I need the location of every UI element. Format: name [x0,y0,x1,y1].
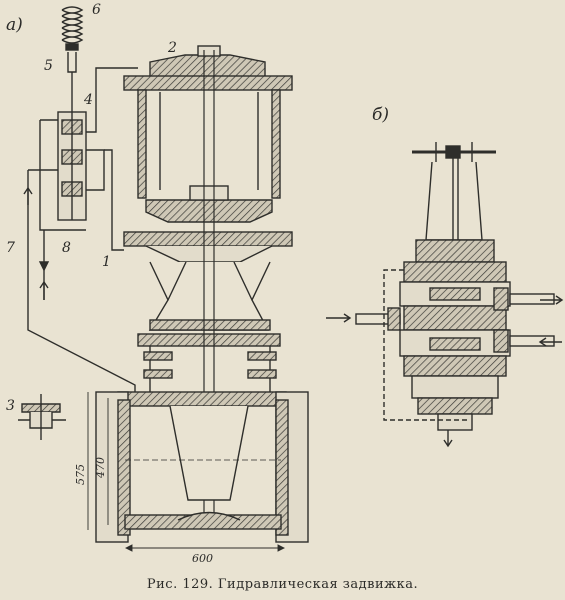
panel-b-drawing [326,142,564,448]
component-3 [18,394,66,440]
callout-8: 8 [62,240,71,256]
cylinder-wall-right [271,89,281,199]
bypass-line [383,269,470,421]
callout-3: 3 [6,398,15,414]
cylinder-wall-left [137,89,147,199]
control-valve-4 [57,111,87,221]
pilot-5 [67,52,77,73]
figure-caption: Рис. 129. Гидравлическая задвижка. [146,577,419,592]
callout-2: 2 [167,40,177,56]
callout-6: 6 [92,2,101,18]
panel-a-label: а) [6,15,23,35]
callout-1: 1 [102,254,111,270]
cylinder-cover-2 [123,45,293,91]
side-pipes [355,287,555,353]
yoke [425,161,483,241]
callout-4: 4 [83,92,93,108]
callout-5: 5 [44,58,53,74]
piston [145,199,273,223]
cylinder-bottom-flange-1 [123,231,293,263]
callout-7: 7 [6,240,15,256]
dimension-575: 575 [74,464,87,485]
dimension-600: 600 [192,552,213,565]
pipe-upper [86,67,138,133]
valve-body [95,391,309,543]
dimension-lines [87,392,286,552]
bonnet [137,261,281,392]
pipe-lower [104,149,124,251]
dimension-470: 470 [94,457,107,479]
pipe-7 [27,169,136,395]
bracket-8 [39,119,86,231]
panel-b-label: б) [372,105,389,125]
spring-6 [61,6,84,51]
panel-a-drawing [23,6,309,552]
